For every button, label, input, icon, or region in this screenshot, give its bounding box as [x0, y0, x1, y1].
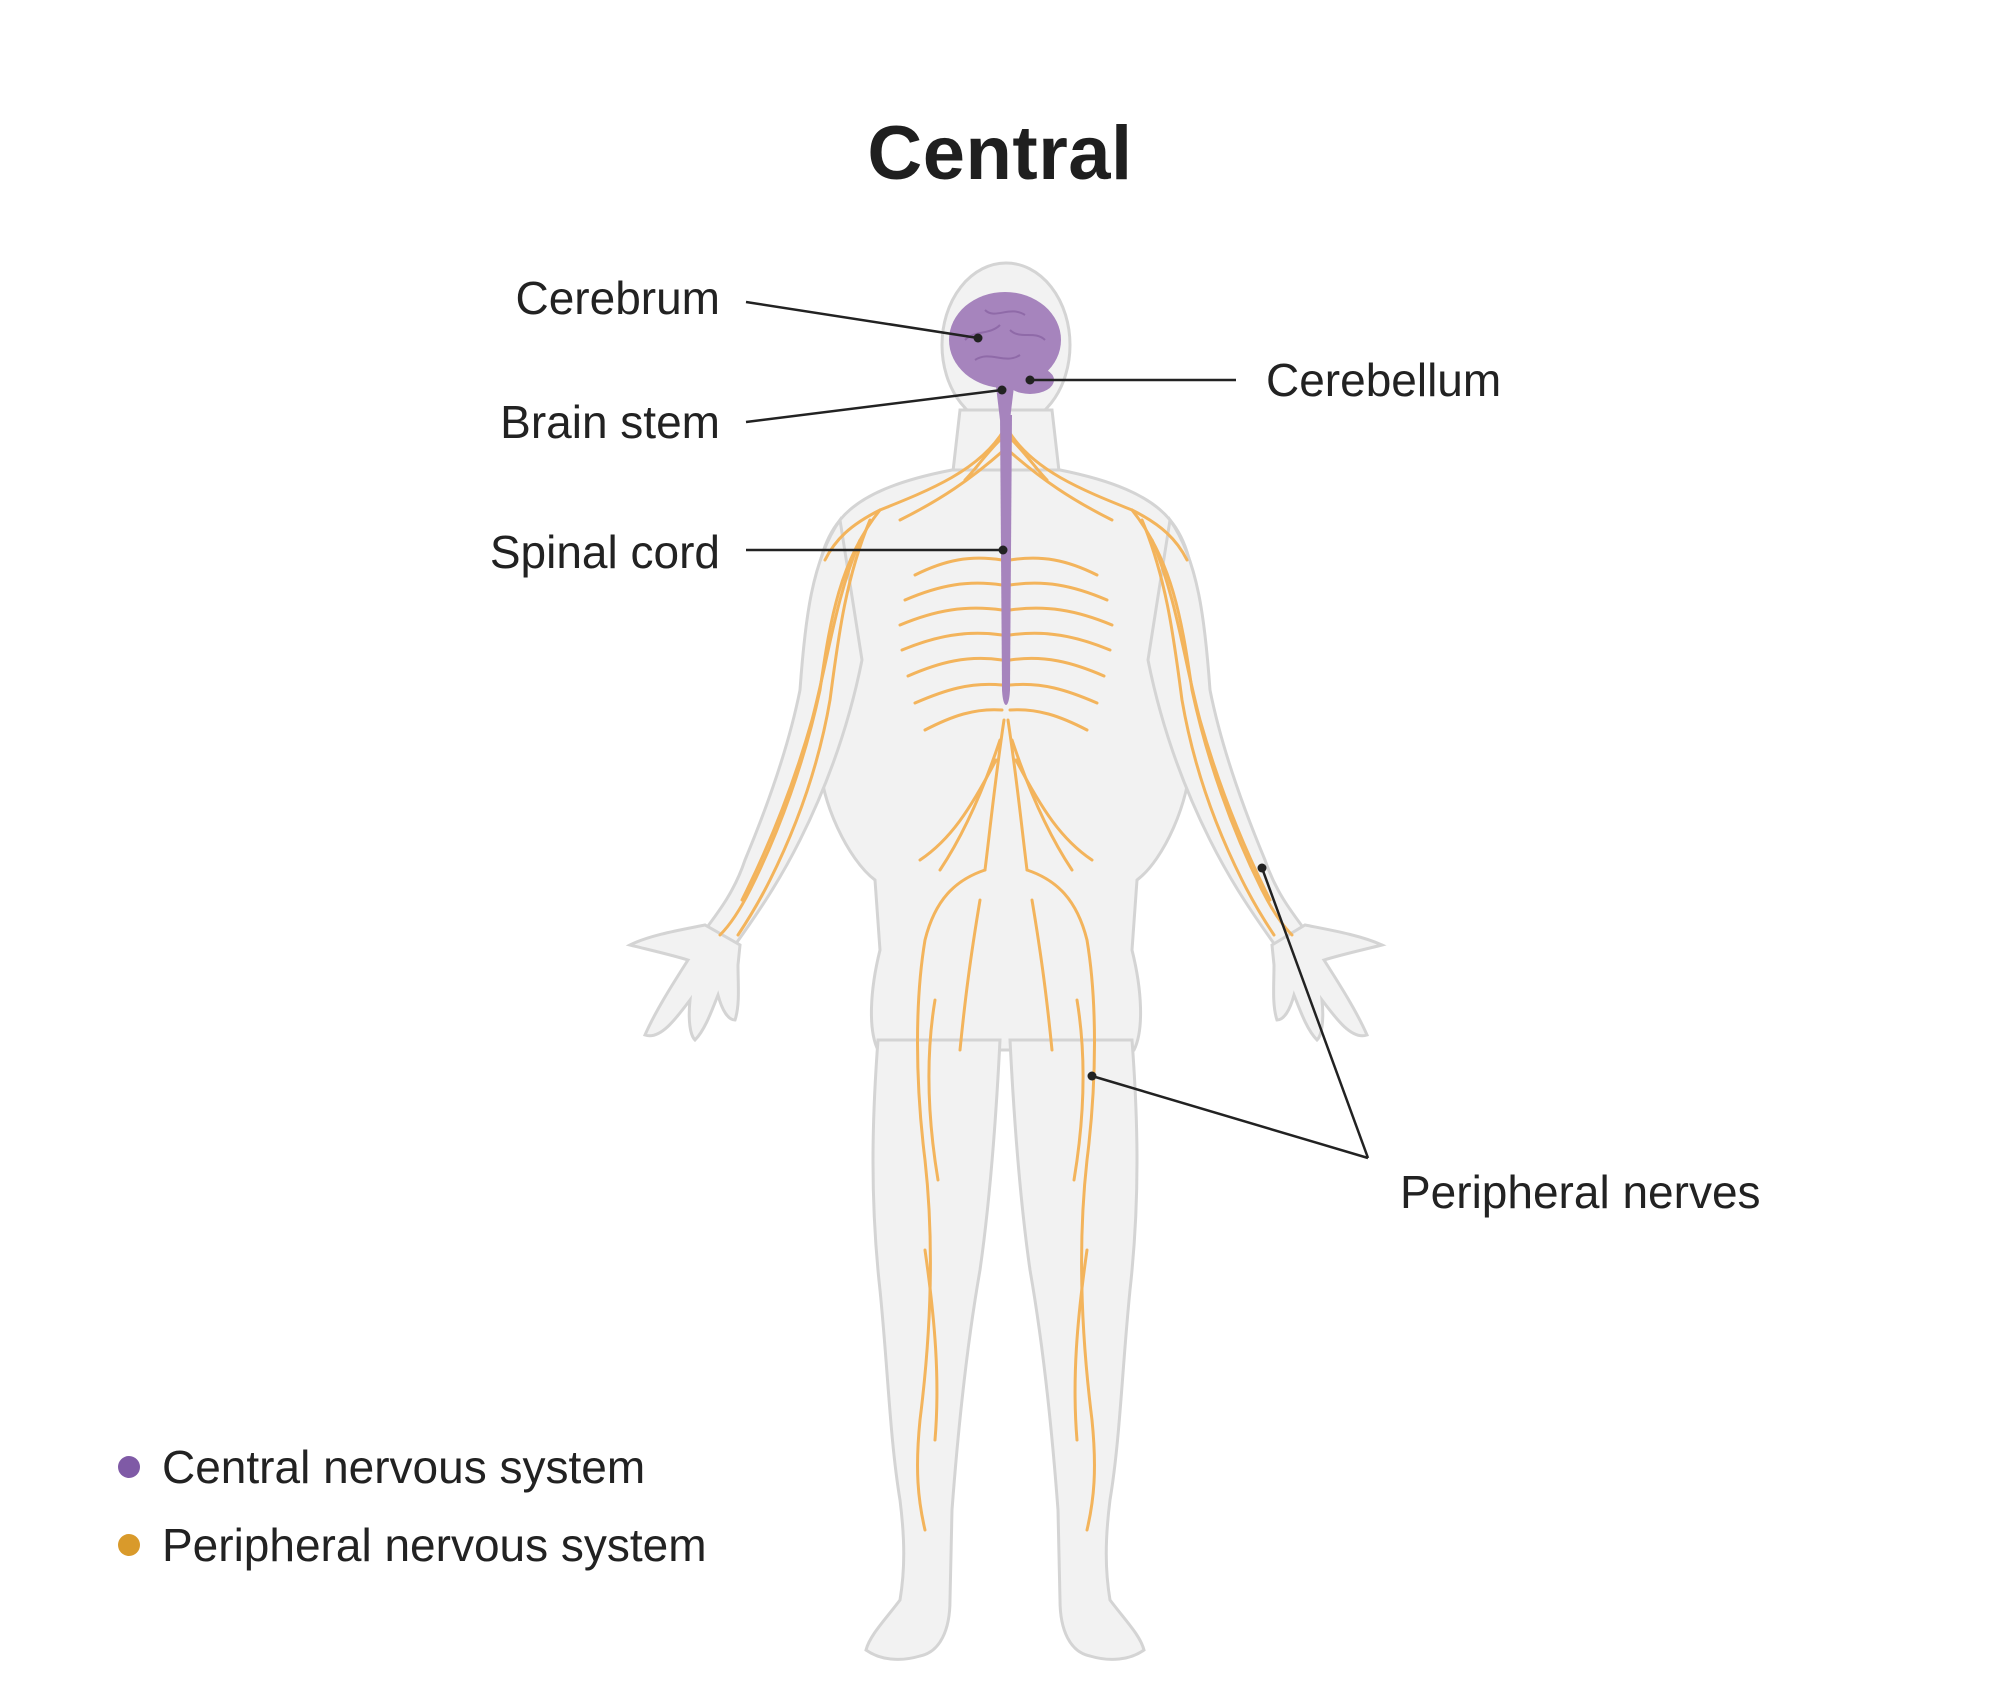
- brain-stem-dot: [997, 385, 1007, 395]
- diagram-title: Central: [867, 111, 1133, 196]
- peripheral-leg-dot: [1087, 1071, 1097, 1081]
- right-hand: [1270, 923, 1387, 1043]
- peripheral-arm-leader-line: [1260, 867, 1370, 1159]
- cerebellum-dot: [1025, 375, 1035, 385]
- cerebrum-shape: [949, 292, 1061, 388]
- leader-dots: [973, 333, 1267, 1081]
- legend-item-cns: Central nervous system: [118, 1428, 707, 1506]
- central-nervous-system: [949, 292, 1061, 705]
- peripheral-leg-leader-line: [1091, 1074, 1369, 1160]
- legend-label-cns: Central nervous system: [162, 1441, 646, 1493]
- right-arm: [1146, 516, 1308, 947]
- label-spinal-cord: Spinal cord: [489, 526, 720, 578]
- brain-stem-leader-line: [745, 388, 1003, 424]
- left-hand: [625, 923, 742, 1043]
- spinal-cord-shape: [1000, 415, 1012, 705]
- legend-dot-pns: [118, 1534, 140, 1556]
- label-peripheral-nerves: Peripheral nerves: [1400, 1166, 1761, 1218]
- left-leg: [864, 1038, 1002, 1661]
- legend-dot-cns: [118, 1456, 140, 1478]
- cerebrum-leader-line: [745, 300, 979, 340]
- label-cerebellum: Cerebellum: [1266, 354, 1502, 406]
- peripheral-nerves: [718, 428, 1294, 1532]
- left-arm: [702, 516, 864, 947]
- peripheral-arm-dot: [1257, 863, 1267, 873]
- legend: Central nervous system Peripheral nervou…: [118, 1428, 707, 1584]
- label-cerebrum: Cerebrum: [515, 272, 720, 324]
- legend-label-pns: Peripheral nervous system: [162, 1519, 707, 1571]
- label-brain-stem: Brain stem: [500, 396, 720, 448]
- leader-lines: [745, 300, 1370, 1160]
- cerebrum-dot: [973, 333, 983, 343]
- spinal-cord-dot: [998, 545, 1008, 555]
- brain-folds: [964, 309, 1046, 361]
- legend-item-pns: Peripheral nervous system: [118, 1506, 707, 1584]
